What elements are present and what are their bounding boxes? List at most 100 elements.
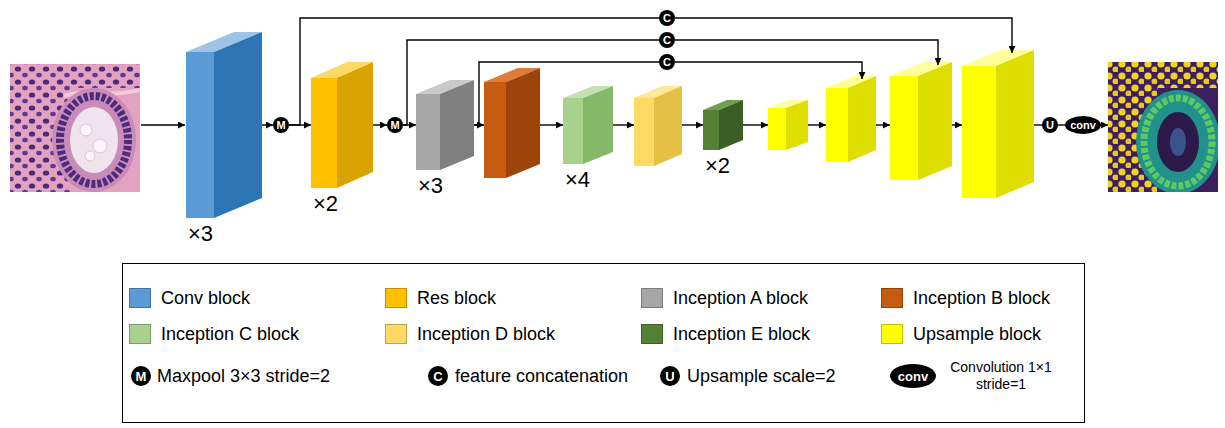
legend-swatch: [385, 324, 407, 344]
output-image: [1108, 62, 1218, 192]
flow-arrow: [540, 124, 563, 125]
connector-group: [262, 18, 1065, 125]
upsample-block: [890, 62, 952, 180]
block-front: [703, 110, 719, 150]
concat-symbol: C: [659, 10, 675, 26]
conv-symbol: conv: [1065, 116, 1101, 134]
skip-arrow: [675, 40, 938, 65]
block-side: [848, 76, 876, 162]
block-front: [484, 82, 506, 178]
flow-arrow: [1100, 124, 1108, 125]
inception-b-block: [484, 68, 540, 178]
legend-text: Maxpool 3×3 stride=2: [157, 365, 330, 387]
skip-arrow: [675, 62, 862, 79]
legend-text: Res block: [417, 287, 496, 309]
block-front: [416, 94, 440, 170]
block-front: [768, 108, 786, 150]
legend-swatch: [641, 324, 663, 344]
inception-e-block: ×2: [703, 100, 743, 150]
conv-block: ×3: [186, 32, 262, 218]
block-side: [583, 86, 613, 164]
lumen-core: [1170, 128, 1186, 156]
symbol-letter: C: [663, 57, 671, 68]
block-side: [719, 100, 743, 150]
repeat-count: ×3: [418, 174, 443, 198]
symbol-letter: M: [276, 120, 285, 131]
legend-swatch: [385, 288, 407, 308]
block-side: [337, 62, 373, 188]
repeat-count: ×4: [565, 168, 590, 192]
flow-arrow: [743, 124, 768, 125]
lumen-mask: [1157, 112, 1199, 172]
upsample-symbol: U: [1042, 117, 1058, 133]
legend-text: feature concatenation: [455, 365, 628, 387]
count-holder: ×3: [188, 222, 213, 246]
legend-symbol: M: [131, 366, 151, 386]
gland-nuclei: [60, 96, 128, 184]
block-front: [634, 98, 654, 166]
nuclei-region: [70, 64, 140, 88]
block-front: [962, 66, 996, 198]
block-shape: [703, 100, 743, 150]
block-front: [186, 52, 214, 218]
goblet-cell: [85, 151, 95, 161]
goblet-cell: [80, 124, 92, 136]
symbol-letter: conv: [898, 370, 928, 383]
count-holder: ×4: [565, 168, 590, 192]
block-side: [214, 32, 262, 218]
symbol-letter: conv: [1070, 120, 1096, 131]
count-holder: ×3: [418, 174, 443, 198]
flow-arrow: [952, 124, 962, 125]
inception-c-block: ×4: [563, 86, 613, 164]
block-shape: [563, 86, 613, 164]
flow-arrow: [141, 124, 185, 125]
res-block: ×2: [311, 62, 373, 188]
input-image: [10, 64, 140, 192]
legend-text: Inception D block: [417, 323, 555, 345]
flow-lines: [141, 18, 1108, 125]
legend-swatch: [129, 324, 151, 344]
block-side: [506, 68, 540, 178]
count-holder: ×2: [313, 192, 338, 216]
flow-arrow: [1058, 124, 1065, 125]
symbol-letter: U: [665, 370, 674, 383]
tissue-ground: [10, 64, 140, 192]
flow-arrow: [808, 124, 826, 125]
block-side: [440, 80, 474, 170]
goblet-cell: [93, 139, 107, 153]
symbol-letter: U: [1046, 120, 1054, 131]
flow-arrow: [262, 124, 273, 125]
symbol-letter: C: [663, 35, 671, 46]
block-front: [826, 88, 848, 162]
upsample-block: [962, 50, 1034, 198]
legend-text: Inception C block: [161, 323, 299, 345]
legend-text: Inception A block: [673, 287, 808, 309]
legend-text: Conv block: [161, 287, 250, 309]
upsample-block: [826, 76, 876, 162]
gland-lumen: [70, 107, 118, 173]
block-side: [918, 62, 952, 180]
repeat-count: ×2: [313, 192, 338, 216]
legend-swatch: [881, 288, 903, 308]
legend-symbol: C: [428, 366, 448, 386]
symbol-letter: C: [433, 370, 442, 383]
legend-text: Upsample block: [913, 323, 1041, 345]
block-front: [311, 78, 337, 188]
maxpool-symbol: M: [273, 117, 289, 133]
gland: [52, 88, 136, 192]
cell-region: [1158, 62, 1218, 88]
block-side: [996, 50, 1034, 198]
block-shape: [416, 80, 474, 170]
flow-arrow: [373, 124, 387, 125]
block-side: [654, 86, 682, 166]
legend-symbol: U: [660, 366, 680, 386]
maxpool-symbol: M: [387, 117, 403, 133]
symbol-letter: M: [136, 370, 147, 383]
legend-swatch: [129, 288, 151, 308]
block-side: [786, 100, 808, 150]
legend-text: Upsample scale=2: [687, 365, 836, 387]
legend-symbol: conv: [890, 364, 936, 388]
flow-arrow: [682, 124, 703, 125]
symbol-letter: C: [663, 13, 671, 24]
